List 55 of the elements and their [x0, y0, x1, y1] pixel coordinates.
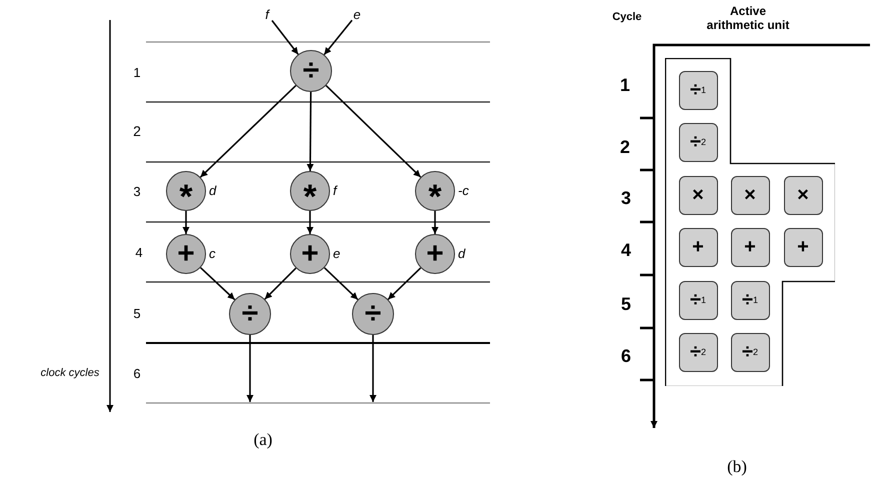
- arithmetic-unit: ×: [678, 176, 718, 214]
- row-number: 1: [133, 66, 141, 78]
- operation-node: +: [415, 234, 455, 274]
- variable-label: d: [209, 184, 216, 197]
- variable-label: c: [209, 247, 216, 260]
- arrow: [326, 85, 422, 178]
- arrow: [200, 267, 236, 300]
- arithmetic-unit: +: [678, 228, 718, 266]
- arrow: [324, 20, 353, 56]
- arrow: [246, 335, 254, 402]
- unit-group-outline: [665, 58, 835, 386]
- operation-node: ÷: [229, 293, 271, 335]
- arrow: [306, 92, 314, 171]
- variable-label: d: [458, 247, 466, 260]
- row-number: 5: [133, 306, 141, 320]
- row-number: 3: [133, 184, 141, 198]
- input-variable: f: [262, 6, 272, 22]
- row-number: 2: [620, 138, 630, 156]
- arrow: [432, 211, 438, 234]
- variable-label: -c: [458, 184, 469, 197]
- operation-node: ÷: [352, 293, 394, 335]
- arrow: [271, 20, 299, 55]
- figure-caption: (a): [254, 430, 272, 448]
- arithmetic-unit: +: [730, 228, 770, 266]
- column-header: Cycle: [612, 12, 642, 22]
- arithmetic-unit: ×: [784, 176, 822, 214]
- arrow: [200, 84, 296, 178]
- row-number: 6: [620, 347, 631, 365]
- arrow: [324, 267, 358, 300]
- row-number: 3: [620, 189, 631, 207]
- row-number: 4: [135, 246, 143, 258]
- operation-node: ÷: [290, 50, 332, 92]
- arrow: [182, 211, 190, 234]
- figure-caption: (b): [727, 458, 747, 474]
- axis-label: clock cycles: [40, 368, 100, 378]
- variable-label: f: [333, 184, 337, 197]
- input-variable: e: [352, 6, 362, 22]
- operation-node: *: [290, 171, 330, 211]
- arithmetic-unit: ×: [730, 176, 770, 214]
- arrow: [264, 268, 296, 300]
- arrow: [388, 267, 422, 300]
- row-number: 6: [133, 366, 141, 380]
- arrow: [370, 335, 376, 402]
- row-number: 4: [620, 241, 631, 259]
- variable-label: e: [333, 247, 340, 260]
- operation-node: +: [290, 234, 330, 274]
- row-number: 2: [133, 124, 141, 138]
- operation-node: *: [415, 171, 455, 211]
- operation-node: *: [166, 171, 206, 211]
- operation-node: +: [166, 234, 206, 274]
- arithmetic-unit: +: [784, 228, 822, 266]
- row-number: 5: [620, 295, 631, 313]
- column-header: Active arithmetic unit: [706, 5, 790, 33]
- arrow: [306, 211, 314, 234]
- row-number: 1: [620, 76, 630, 94]
